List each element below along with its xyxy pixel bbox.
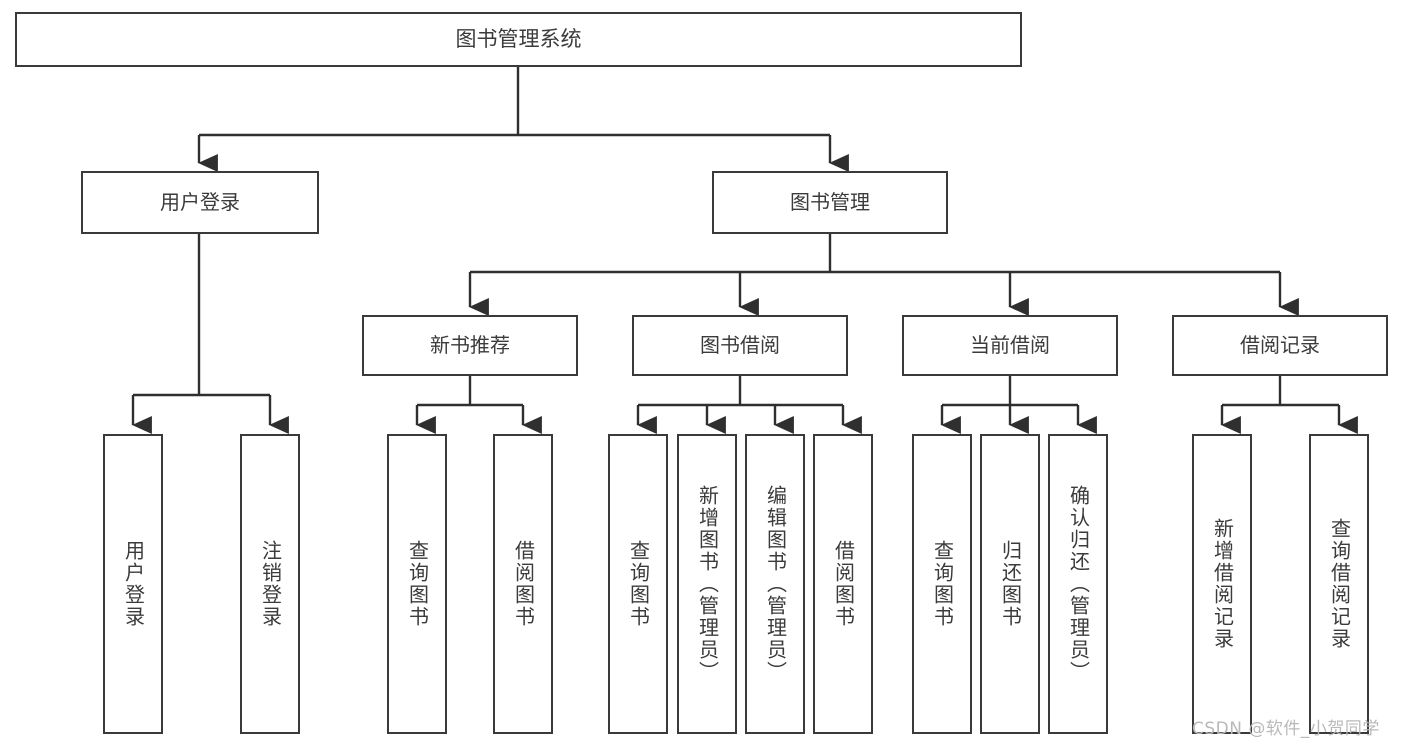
node-root[interactable]: 图书管理系统 (15, 12, 1022, 67)
leaf-query-book-borrow-label: 查询图书 (626, 540, 651, 628)
node-book-management-label: 图书管理 (790, 190, 870, 214)
leaf-return-book-label: 归还图书 (998, 540, 1023, 628)
leaf-logout[interactable]: 注销登录 (240, 434, 300, 734)
leaf-query-book-new[interactable]: 查询图书 (387, 434, 447, 734)
node-new-book-recommend-label: 新书推荐 (430, 333, 510, 357)
leaf-borrow-book-new-label: 借阅图书 (511, 540, 536, 628)
leaf-query-borrow-record[interactable]: 查询借阅记录 (1309, 434, 1369, 734)
leaf-query-book-borrow[interactable]: 查询图书 (608, 434, 668, 734)
node-user-login-label: 用户登录 (160, 190, 240, 214)
csdn-watermark: CSDN @软件_小贺同学 (1192, 719, 1380, 739)
leaf-query-book-new-label: 查询图书 (405, 540, 430, 628)
leaf-borrow-book[interactable]: 借阅图书 (813, 434, 873, 734)
leaf-return-book[interactable]: 归还图书 (980, 434, 1040, 734)
leaf-edit-book-admin[interactable]: 编辑图书（管理员） (745, 434, 805, 734)
node-book-borrow-label: 图书借阅 (700, 333, 780, 357)
leaf-add-borrow-record-label: 新增借阅记录 (1210, 518, 1235, 650)
node-new-book-recommend[interactable]: 新书推荐 (362, 315, 578, 376)
node-current-borrow[interactable]: 当前借阅 (902, 315, 1118, 376)
leaf-query-book-current-label: 查询图书 (930, 540, 955, 628)
node-borrow-record[interactable]: 借阅记录 (1172, 315, 1388, 376)
leaf-query-borrow-record-label: 查询借阅记录 (1327, 518, 1352, 650)
node-book-management[interactable]: 图书管理 (712, 171, 948, 234)
leaf-edit-book-admin-label: 编辑图书（管理员） (763, 485, 788, 683)
leaf-query-book-current[interactable]: 查询图书 (912, 434, 972, 734)
leaf-borrow-book-new[interactable]: 借阅图书 (493, 434, 553, 734)
leaf-add-book-admin-label: 新增图书（管理员） (695, 485, 720, 683)
node-user-login[interactable]: 用户登录 (81, 171, 319, 234)
node-book-borrow[interactable]: 图书借阅 (632, 315, 848, 376)
leaf-borrow-book-label: 借阅图书 (831, 540, 856, 628)
leaf-add-book-admin[interactable]: 新增图书（管理员） (677, 434, 737, 734)
leaf-confirm-return-admin-label: 确认归还（管理员） (1066, 485, 1091, 683)
leaf-user-login[interactable]: 用户登录 (103, 434, 163, 734)
leaf-confirm-return-admin[interactable]: 确认归还（管理员） (1048, 434, 1108, 734)
leaf-logout-label: 注销登录 (258, 540, 283, 628)
leaf-add-borrow-record[interactable]: 新增借阅记录 (1192, 434, 1252, 734)
node-root-label: 图书管理系统 (455, 27, 582, 52)
leaf-user-login-label: 用户登录 (121, 540, 146, 628)
node-current-borrow-label: 当前借阅 (970, 333, 1050, 357)
node-borrow-record-label: 借阅记录 (1240, 333, 1320, 357)
